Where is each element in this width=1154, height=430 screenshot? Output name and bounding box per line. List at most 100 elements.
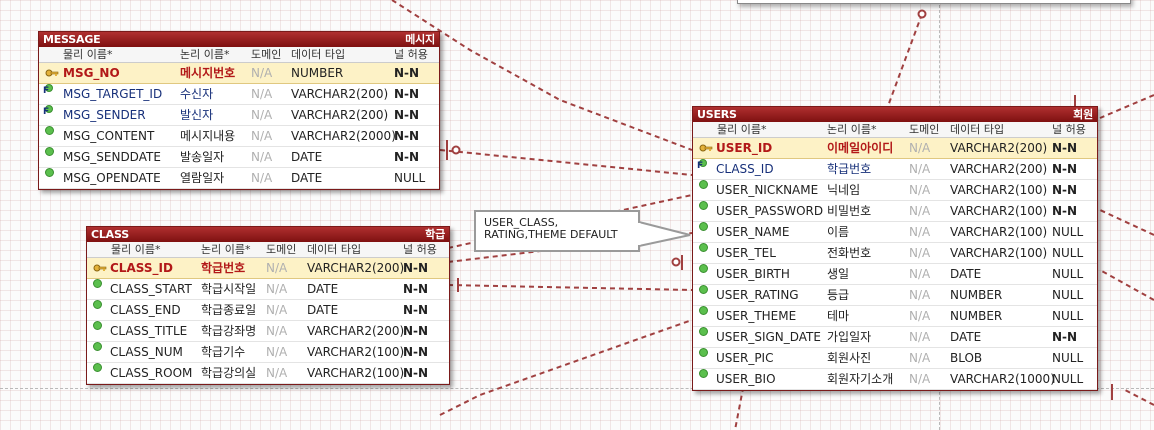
column-logical-name: 학급기수 bbox=[201, 345, 246, 359]
entity-header: CLASS 학급 bbox=[87, 227, 449, 242]
relation-line-right-low bbox=[1124, 389, 1154, 406]
column-domain: N/A bbox=[909, 141, 931, 155]
column-data-type: VARCHAR2(2000) bbox=[291, 129, 396, 143]
relation-line-right-mid bbox=[1099, 209, 1154, 236]
column-data-type: VARCHAR2(200) bbox=[307, 324, 405, 338]
column-physical-name: USER_BIO bbox=[716, 372, 776, 386]
crowfoot-circle-class bbox=[671, 257, 681, 267]
column-physical-name: CLASS_NUM bbox=[110, 345, 183, 359]
page-guide-horizontal bbox=[0, 388, 1154, 389]
column-physical-name: MSG_CONTENT bbox=[63, 129, 155, 143]
column-data-type: VARCHAR2(200) bbox=[950, 162, 1048, 176]
column-domain: N/A bbox=[266, 366, 288, 380]
column-physical-name: MSG_SENDER bbox=[63, 108, 146, 122]
column-domain: N/A bbox=[251, 150, 273, 164]
col-data-type: 데이터 타입 bbox=[950, 123, 1005, 136]
col-nullable: 널 허용 bbox=[1052, 123, 1086, 136]
column-domain: N/A bbox=[266, 303, 288, 317]
column-nullable: N-N bbox=[394, 87, 420, 101]
entity-class[interactable]: CLASS 학급 물리 이름* 논리 이름* 도메인 데이터 타입 널 허용 C… bbox=[86, 226, 450, 385]
column-nullable: N-N bbox=[403, 261, 429, 275]
column-physical-name: CLASS_START bbox=[110, 282, 192, 296]
column-logical-name: 닉네임 bbox=[827, 183, 861, 197]
foreign-key-icon: F bbox=[697, 159, 707, 181]
column-logical-name: 생일 bbox=[827, 267, 850, 281]
col-domain: 도메인 bbox=[909, 123, 940, 136]
column-data-type: VARCHAR2(200) bbox=[291, 108, 389, 122]
column-physical-name: USER_TEL bbox=[716, 246, 776, 260]
column-logical-name: 이름 bbox=[827, 225, 850, 239]
column-domain: N/A bbox=[266, 282, 288, 296]
column-nullable: NULL bbox=[1052, 225, 1084, 239]
column-domain: N/A bbox=[909, 246, 931, 260]
column-nullable: N-N bbox=[403, 366, 429, 380]
entity-logical-name: 학급 bbox=[425, 228, 445, 241]
column-nullable: NULL bbox=[1052, 309, 1084, 323]
entity-message[interactable]: MESSAGE 메시지 물리 이름* 논리 이름* 도메인 데이터 타입 널 허… bbox=[38, 31, 440, 190]
column-nullable: NULL bbox=[1052, 267, 1084, 281]
col-nullable: 널 허용 bbox=[394, 48, 428, 61]
column-logical-name: 학급강좌명 bbox=[201, 324, 257, 338]
column-nullable: NULL bbox=[1052, 246, 1084, 260]
column-domain: N/A bbox=[909, 267, 931, 281]
relation-line-right-bottom bbox=[1099, 269, 1154, 301]
col-logical-name: 논리 이름* bbox=[201, 243, 251, 256]
column-domain: N/A bbox=[909, 330, 931, 344]
column-nullable: N-N bbox=[1052, 183, 1078, 197]
column-domain: N/A bbox=[266, 324, 288, 338]
column-nullable: NULL bbox=[394, 171, 426, 185]
column-data-type: DATE bbox=[950, 330, 982, 344]
column-physical-name: USER_THEME bbox=[716, 309, 797, 323]
column-physical-name: CLASS_END bbox=[110, 303, 181, 317]
column-nullable: NULL bbox=[1052, 288, 1084, 302]
column-domain: N/A bbox=[251, 108, 273, 122]
entity-physical-name: CLASS bbox=[91, 228, 129, 241]
column-logical-name: 학급번호 bbox=[201, 261, 246, 275]
diagram-note[interactable]: USER_CLASS, RATING,THEME DEFAULT bbox=[474, 210, 640, 252]
col-logical-name: 논리 이름* bbox=[180, 48, 230, 61]
col-physical-name: 물리 이름* bbox=[717, 123, 767, 136]
column-logical-name: 발송일자 bbox=[180, 150, 225, 164]
entity-users[interactable]: USERS 회원 물리 이름* 논리 이름* 도메인 데이터 타입 널 허용 U… bbox=[692, 106, 1098, 391]
column-domain: N/A bbox=[251, 171, 273, 185]
column-data-type: DATE bbox=[950, 267, 982, 281]
column-data-type: VARCHAR2(100) bbox=[950, 204, 1048, 218]
column-domain: N/A bbox=[909, 183, 931, 197]
column-logical-name: 메시지내용 bbox=[180, 129, 236, 143]
relation-line-bottom-left bbox=[439, 319, 693, 416]
column-domain: N/A bbox=[909, 372, 931, 386]
key-icon bbox=[699, 138, 713, 161]
column-nullable: N-N bbox=[394, 108, 420, 122]
column-data-type: DATE bbox=[291, 171, 323, 185]
offscreen-entity-edge[interactable] bbox=[737, 0, 1131, 4]
column-domain: N/A bbox=[909, 162, 931, 176]
relation-line-top-left bbox=[391, 0, 693, 151]
column-data-type: DATE bbox=[291, 150, 323, 164]
